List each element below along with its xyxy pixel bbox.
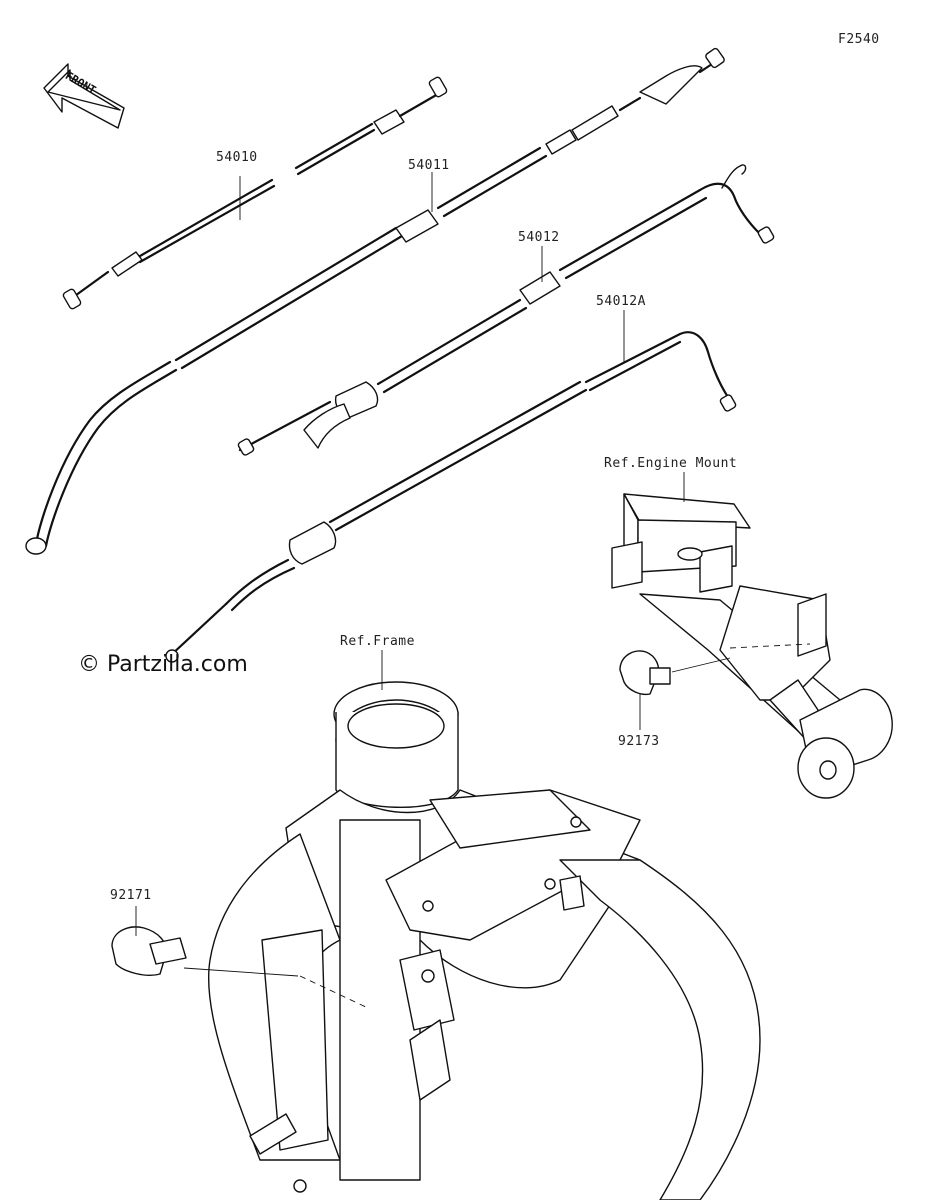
cable-54011[interactable] bbox=[25, 47, 725, 555]
engine-mount bbox=[611, 493, 893, 799]
part-label-54012[interactable]: 54012 bbox=[518, 230, 560, 245]
watermark: © Partzilla.com bbox=[78, 652, 248, 677]
part-label-54011[interactable]: 54011 bbox=[408, 158, 450, 173]
frame bbox=[207, 681, 761, 1200]
part-label-92173[interactable]: 92173 bbox=[618, 734, 660, 749]
cable-54012[interactable] bbox=[237, 164, 775, 456]
cable-54012a[interactable] bbox=[165, 331, 737, 663]
cable-54010[interactable] bbox=[62, 76, 448, 310]
clamp-92173 bbox=[619, 650, 731, 696]
clamp-92171 bbox=[111, 926, 299, 977]
part-label-54012a[interactable]: 54012A bbox=[596, 294, 646, 309]
part-label-92171[interactable]: 92171 bbox=[110, 888, 152, 903]
part-label-54010[interactable]: 54010 bbox=[216, 150, 258, 165]
figure-code: F2540 bbox=[838, 32, 880, 47]
ref-label-frame: Ref.Frame bbox=[340, 634, 415, 649]
ref-label-engine-mount: Ref.Engine Mount bbox=[604, 456, 738, 471]
front-arrow: FRONT bbox=[43, 63, 125, 129]
